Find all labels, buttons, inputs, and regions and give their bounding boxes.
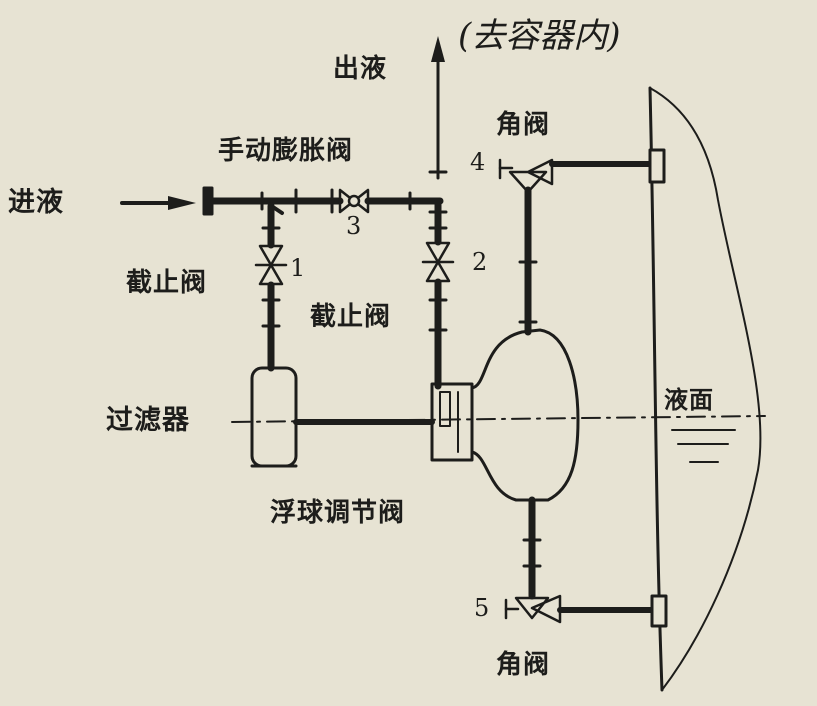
angle-valve-top-label: 角阀 bbox=[496, 110, 551, 140]
shutoff-valve-2 bbox=[425, 241, 451, 283]
valve-number-3: 3 bbox=[346, 212, 363, 240]
inlet-flange bbox=[202, 186, 214, 216]
angle-valve-4 bbox=[508, 158, 554, 194]
valve-number-4: 4 bbox=[470, 148, 487, 176]
vessel-outline bbox=[649, 87, 762, 691]
outlet-arrowhead bbox=[431, 36, 445, 62]
angle-valve-5 bbox=[514, 594, 562, 624]
vessel-nozzle-top bbox=[648, 148, 666, 184]
shutoff-valve-1 bbox=[258, 244, 284, 286]
filter-body bbox=[250, 366, 298, 468]
handwritten-note: (去容器内) bbox=[458, 16, 621, 56]
liquid-level-label: 液面 bbox=[664, 386, 714, 414]
manual-expansion-valve-label: 手动膨胀阀 bbox=[218, 136, 354, 166]
inlet-arrowhead bbox=[168, 196, 196, 210]
shutoff-valve-right-label: 截止阀 bbox=[310, 302, 392, 332]
vessel-nozzle-bottom bbox=[650, 594, 668, 628]
pipe-joint-ticks bbox=[260, 170, 448, 214]
float-valve-body bbox=[470, 328, 580, 502]
float-valve-label: 浮球调节阀 bbox=[270, 498, 406, 528]
filter-label: 过滤器 bbox=[106, 405, 190, 436]
float-valve-chamber bbox=[430, 382, 474, 462]
inlet-label: 进液 bbox=[8, 187, 64, 218]
liquid-hatch bbox=[671, 429, 736, 463]
shutoff-valve-left-label: 截止阀 bbox=[126, 268, 208, 298]
valve-number-2: 2 bbox=[472, 248, 489, 276]
valve-number-1: 1 bbox=[290, 254, 307, 282]
angle-valve-bottom-label: 角阀 bbox=[496, 650, 551, 680]
valve-number-5: 5 bbox=[474, 594, 491, 622]
left-pipe-ticks bbox=[261, 226, 281, 328]
outlet-label: 出液 bbox=[333, 54, 388, 84]
